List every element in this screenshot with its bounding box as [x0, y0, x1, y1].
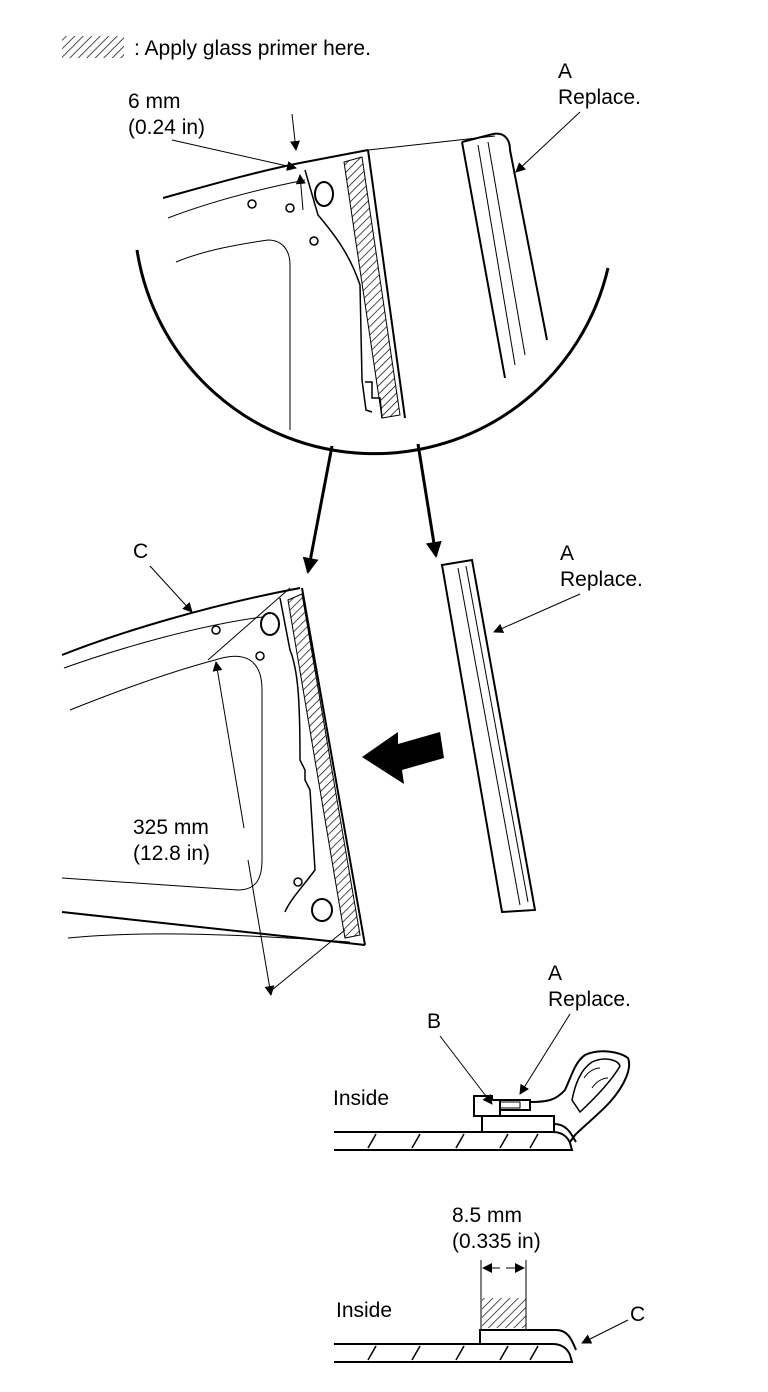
- top-molding-note: Replace.: [558, 86, 641, 109]
- primer-strip-top: [343, 156, 401, 419]
- molding-a-top: [461, 132, 548, 379]
- section1-molding-letter: A: [548, 962, 562, 985]
- middle-length-in: (12.8 in): [133, 842, 210, 865]
- molding-a-middle: [440, 558, 537, 914]
- detail-arrow-left: [302, 445, 334, 574]
- section2-inside-label: Inside: [336, 1299, 392, 1322]
- section1-inside-label: Inside: [333, 1087, 389, 1110]
- detail-arrow-right: [416, 443, 442, 558]
- section2-width-mm: 8.5 mm: [452, 1204, 522, 1227]
- section-view-1: A Replace. B Inside: [333, 962, 631, 1151]
- section1-clip-letter: B: [427, 1010, 441, 1033]
- hatch-swatch-icon: [62, 36, 124, 58]
- section1-molding-note: Replace.: [548, 988, 631, 1011]
- top-gap-mm: 6 mm: [128, 90, 181, 113]
- detail-circle-outline: [135, 249, 610, 456]
- section-view-2: 8.5 mm (0.335 in) Inside C: [334, 1204, 645, 1363]
- legend-text: : Apply glass primer here.: [134, 37, 371, 60]
- middle-view: C 325 mm (12.8 in) A Replace.: [61, 540, 643, 996]
- middle-body-letter: C: [133, 540, 148, 563]
- primer-area-section: [482, 1298, 526, 1328]
- section2-width-in: (0.335 in): [452, 1230, 541, 1253]
- top-molding-letter: A: [558, 60, 572, 83]
- primer-strip-middle: [287, 593, 361, 939]
- top-gap-in: (0.24 in): [128, 116, 205, 139]
- middle-length-mm: 325 mm: [133, 816, 209, 839]
- middle-molding-letter: A: [560, 542, 574, 565]
- section2-body-letter: C: [630, 1303, 645, 1326]
- legend: : Apply glass primer here.: [62, 36, 371, 60]
- middle-molding-note: Replace.: [560, 568, 643, 591]
- install-direction-arrow: [362, 732, 444, 784]
- molding-profile: [529, 1050, 630, 1143]
- top-detail-view: 6 mm (0.24 in) A Replace.: [128, 60, 641, 456]
